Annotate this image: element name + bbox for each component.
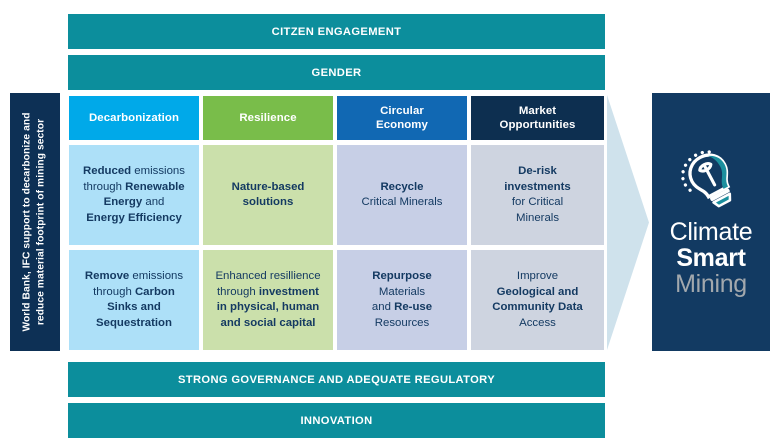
brand-word-smart: Smart <box>676 244 746 272</box>
left-support-line-1: World Bank, IFC support to decarbonize a… <box>22 112 33 332</box>
brand-word-mining: Mining <box>675 270 747 298</box>
band-gender: GENDER <box>68 55 605 90</box>
column-header-decarbonization[interactable]: Decarbonization <box>69 96 199 140</box>
brand-word-climate: Climate <box>669 218 753 246</box>
column-header-label: Resilience <box>239 112 297 124</box>
left-support-panel: World Bank, IFC support to decarbonize a… <box>10 93 60 351</box>
pickaxe-lightbulb-logo-icon <box>681 150 732 208</box>
framework-grid: CITZEN ENGAGEMENT GENDER Decarbonization… <box>68 14 605 438</box>
band-innovation: INNOVATION <box>68 403 605 438</box>
brand-wordmark: Climate Smart Mining <box>670 219 753 297</box>
band-strong-governance: STRONG GOVERNANCE AND ADEQUATE REGULATOR… <box>68 362 605 397</box>
left-support-text: World Bank, IFC support to decarbonize a… <box>21 112 49 331</box>
column-header-label: Decarbonization <box>88 112 180 124</box>
left-support-line-2: reduce material footprint of mining sect… <box>36 118 47 326</box>
band-citizen-engagement: CITZEN ENGAGEMENT <box>68 14 605 49</box>
right-pointing-arrow-icon <box>607 95 649 350</box>
column-header-resilience[interactable]: Resilience <box>203 96 333 140</box>
climate-smart-mining-brand-panel: Climate Smart Mining <box>652 93 770 351</box>
